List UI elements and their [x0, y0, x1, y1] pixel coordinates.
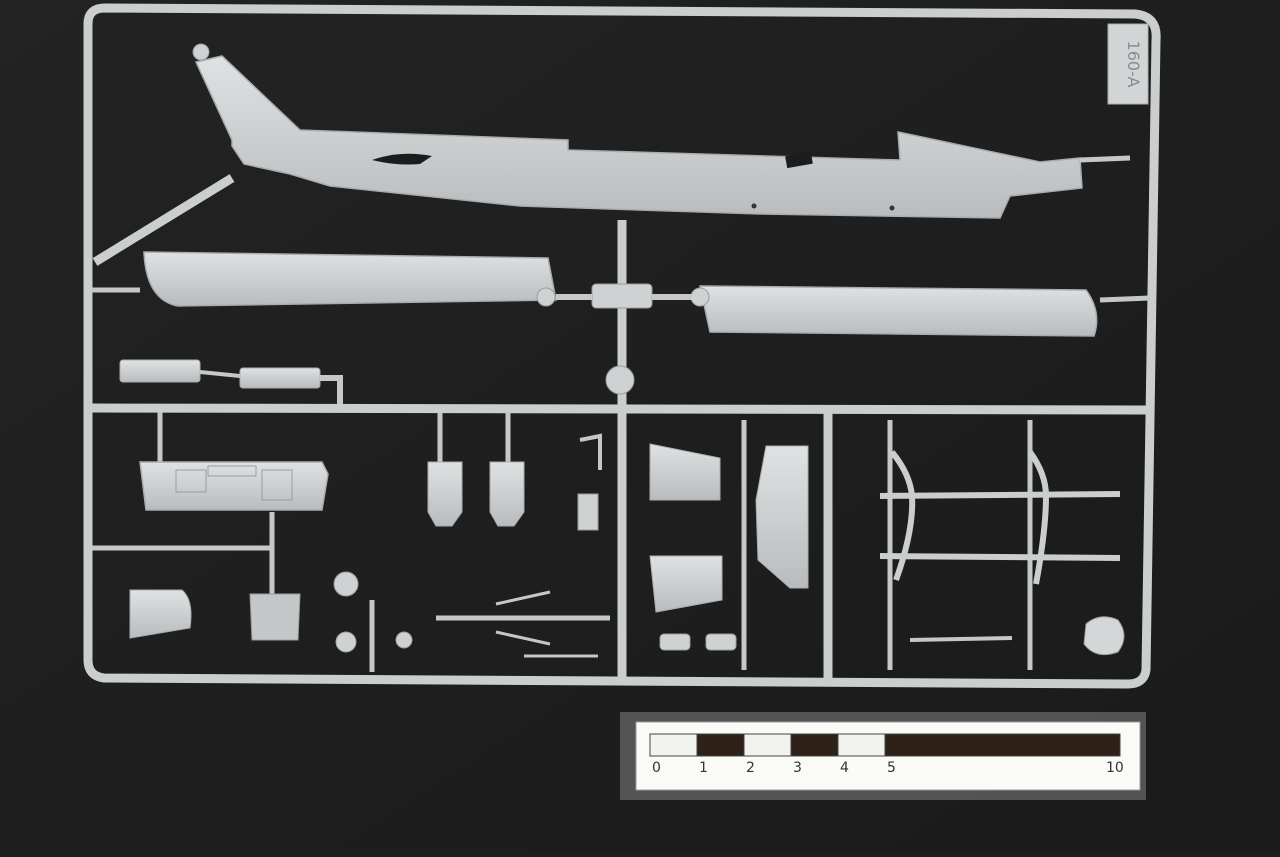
scale-segment [696, 733, 745, 757]
small-parts [129, 433, 1125, 658]
rotor-blades [143, 251, 1098, 395]
scale-label: 4 [840, 760, 849, 776]
scale-bar [649, 733, 1121, 757]
cockpit-floor [139, 461, 329, 511]
sprue-frame [83, 3, 1161, 689]
rotor-hub [591, 283, 653, 309]
scale-label: 3 [793, 760, 802, 776]
scale-bar-labels: 0 1 2 3 4 5 10 [652, 760, 1124, 776]
scale-label: 1 [699, 760, 708, 776]
scale-label: 2 [746, 760, 755, 776]
scale-label: 5 [887, 760, 896, 776]
scale-segment [743, 733, 792, 757]
seats [427, 461, 525, 527]
sprue-code-label: 160-A [1124, 41, 1143, 88]
scale-label: 0 [652, 760, 661, 776]
scale-segment [837, 733, 886, 757]
scale-bar-card: 0 1 2 3 4 5 10 [620, 712, 1146, 800]
scale-segment [649, 733, 698, 757]
thin-runners [92, 287, 1151, 672]
scale-segment [790, 733, 839, 757]
sprue-code-tab: 160-A [1107, 23, 1149, 105]
tail-planes [649, 443, 809, 613]
fuselage-half [192, 43, 1131, 219]
landing-skids [879, 450, 1121, 585]
scale-label: 10 [1106, 760, 1124, 776]
weapon-pod [119, 359, 343, 404]
scale-segment [884, 733, 1121, 757]
